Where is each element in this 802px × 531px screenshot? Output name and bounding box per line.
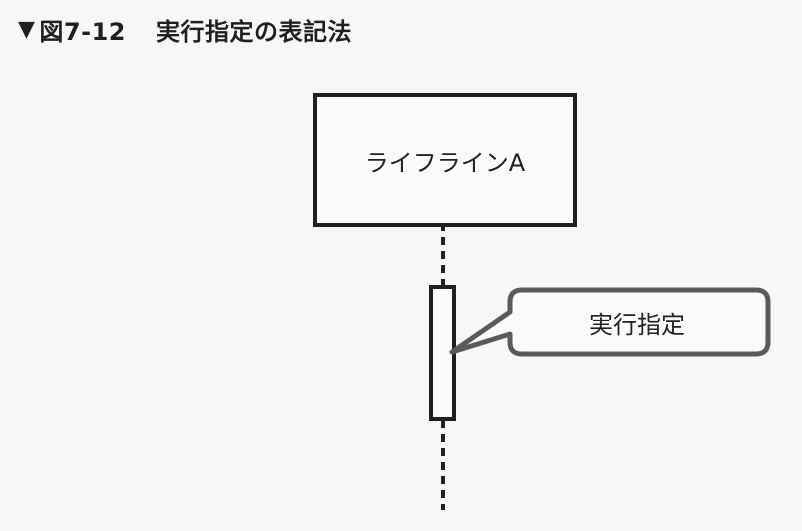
callout-label: 実行指定: [589, 310, 685, 339]
triangle-marker-icon: ▼: [18, 16, 36, 42]
lifeline-label: ライフラインA: [364, 148, 526, 177]
callout-text-container: 実行指定: [506, 290, 768, 354]
lifeline-box: ライフラインA: [313, 93, 577, 227]
figure-title: 実行指定の表記法: [155, 17, 352, 46]
figure-number: 図7-12: [39, 17, 126, 46]
figure-heading: ▼ 図7-12 実行指定の表記法: [18, 12, 352, 46]
callout-balloon: [449, 287, 771, 357]
